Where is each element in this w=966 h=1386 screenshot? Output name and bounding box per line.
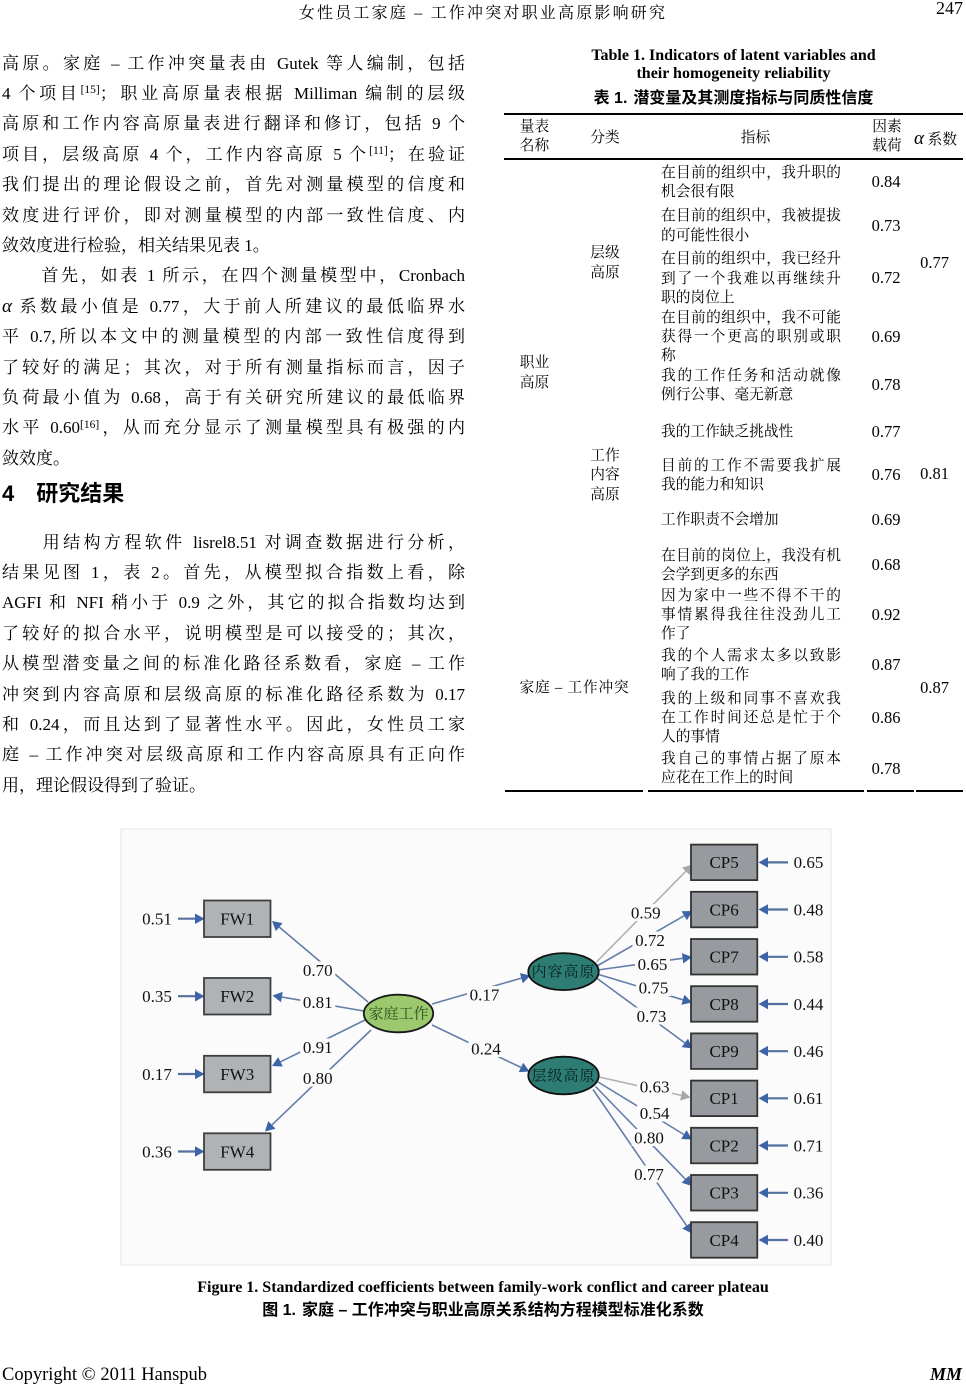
svg-text:0.46: 0.46 bbox=[794, 1042, 824, 1061]
svg-text:FW1: FW1 bbox=[220, 910, 254, 929]
svg-text:CP8: CP8 bbox=[709, 995, 738, 1014]
svg-text:CP6: CP6 bbox=[709, 900, 738, 919]
svg-text:0.59: 0.59 bbox=[631, 903, 661, 922]
svg-text:0.36: 0.36 bbox=[142, 1142, 172, 1161]
svg-text:0.54: 0.54 bbox=[640, 1104, 670, 1123]
svg-text:0.77: 0.77 bbox=[634, 1165, 664, 1184]
svg-text:CP5: CP5 bbox=[709, 853, 738, 872]
svg-text:0.63: 0.63 bbox=[640, 1077, 670, 1096]
svg-text:0.40: 0.40 bbox=[794, 1231, 824, 1250]
svg-text:CP1: CP1 bbox=[709, 1089, 738, 1108]
svg-text:层级高原: 层级高原 bbox=[531, 1067, 595, 1085]
svg-text:0.51: 0.51 bbox=[142, 910, 172, 929]
svg-text:CP3: CP3 bbox=[709, 1184, 738, 1203]
svg-text:0.65: 0.65 bbox=[638, 955, 668, 974]
svg-text:0.75: 0.75 bbox=[639, 978, 669, 997]
svg-text:0.58: 0.58 bbox=[794, 948, 824, 967]
svg-text:CP4: CP4 bbox=[709, 1231, 739, 1250]
svg-text:0.70: 0.70 bbox=[303, 961, 333, 980]
svg-text:0.17: 0.17 bbox=[142, 1065, 172, 1084]
svg-text:0.17: 0.17 bbox=[470, 985, 500, 1004]
svg-text:0.44: 0.44 bbox=[794, 995, 824, 1014]
svg-text:FW3: FW3 bbox=[220, 1065, 254, 1084]
svg-text:0.65: 0.65 bbox=[794, 853, 824, 872]
svg-text:0.80: 0.80 bbox=[634, 1128, 664, 1147]
svg-text:0.36: 0.36 bbox=[794, 1184, 824, 1203]
svg-text:家庭工作: 家庭工作 bbox=[368, 1005, 428, 1022]
svg-text:0.81: 0.81 bbox=[303, 993, 333, 1012]
svg-text:0.71: 0.71 bbox=[794, 1137, 824, 1156]
svg-text:CP7: CP7 bbox=[709, 948, 739, 967]
svg-text:0.73: 0.73 bbox=[637, 1007, 667, 1026]
svg-text:0.61: 0.61 bbox=[794, 1089, 824, 1108]
svg-text:0.80: 0.80 bbox=[303, 1069, 333, 1088]
svg-text:0.35: 0.35 bbox=[142, 987, 172, 1006]
svg-text:FW2: FW2 bbox=[220, 987, 254, 1006]
svg-text:0.24: 0.24 bbox=[471, 1039, 501, 1058]
svg-text:0.72: 0.72 bbox=[635, 931, 665, 950]
svg-text:内容高原: 内容高原 bbox=[531, 962, 595, 980]
svg-text:0.48: 0.48 bbox=[794, 900, 824, 919]
svg-text:CP9: CP9 bbox=[709, 1042, 738, 1061]
svg-text:0.91: 0.91 bbox=[303, 1038, 333, 1057]
svg-text:CP2: CP2 bbox=[709, 1137, 738, 1156]
svg-text:FW4: FW4 bbox=[220, 1143, 255, 1162]
